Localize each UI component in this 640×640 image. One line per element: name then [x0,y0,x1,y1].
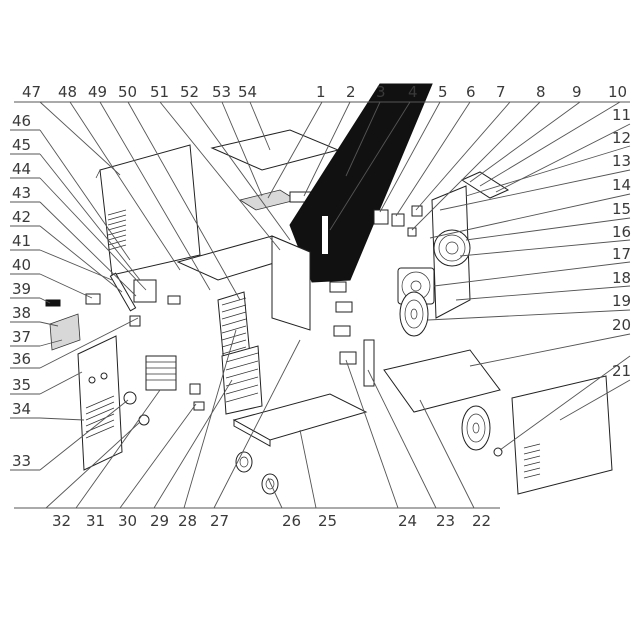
callout-20: 20 [612,316,631,334]
callout-37: 37 [12,328,31,346]
callout-43: 43 [12,184,31,202]
heatsink-upper [217,291,251,365]
relay [373,209,389,225]
callout-30: 30 [118,512,137,530]
front-panel [77,335,123,471]
callout-14: 14 [612,176,631,194]
terminal-post [167,295,181,305]
callout-52: 52 [180,83,199,101]
callout-4: 4 [408,83,418,101]
callout-9: 9 [572,83,582,101]
callout-29: 29 [150,512,169,530]
callout-27: 27 [210,512,229,530]
callout-41: 41 [12,232,31,250]
leader-lines [10,101,631,509]
callout-35: 35 [12,376,31,394]
callout-17: 17 [612,245,631,263]
diode [193,401,205,411]
callout-51: 51 [150,83,169,101]
module-a [329,281,347,293]
callout-39: 39 [12,280,31,298]
callout-5: 5 [438,83,448,101]
callout-49: 49 [88,83,107,101]
callout-21: 21 [612,362,631,380]
callout-13: 13 [612,152,631,170]
top-cover-plate [210,129,340,171]
rear-wheel-upper [399,291,429,337]
shaft [109,272,137,312]
callout-36: 36 [12,350,31,368]
caster-wheel-rear [261,473,279,495]
callout-26: 26 [282,512,301,530]
switch [411,205,423,217]
bracket [129,315,141,327]
callout-32: 32 [52,512,71,530]
callout-47: 47 [22,83,41,101]
bottom-plate [383,349,501,413]
callout-6: 6 [466,83,476,101]
rectifier [189,383,201,395]
callout-12: 12 [612,129,631,147]
right-side-cover [493,375,613,495]
callout-18: 18 [612,269,631,287]
callout-44: 44 [12,160,31,178]
callout-1: 1 [316,83,326,101]
parts-illustration [45,83,613,495]
callout-42: 42 [12,208,31,226]
module-c [333,325,351,337]
callout-8: 8 [536,83,546,101]
callout-40: 40 [12,256,31,274]
rear-panel [431,185,471,319]
callout-7: 7 [496,83,506,101]
callout-23: 23 [436,512,455,530]
clip [85,293,101,305]
callout-28: 28 [178,512,197,530]
left-side-cover [95,144,201,276]
nut-set [45,299,61,307]
inductor [133,279,157,303]
callouts-right: 11 12 13 14 15 16 17 18 19 20 21 [612,106,631,380]
callout-3: 3 [376,83,386,101]
callout-31: 31 [86,512,105,530]
callout-46: 46 [12,112,31,130]
callout-16: 16 [612,223,631,241]
main-transformer [145,355,177,391]
callout-2: 2 [346,83,356,101]
knob [407,227,417,237]
heatsink-lower [221,345,263,415]
callout-19: 19 [612,292,631,310]
insulation-sheet [289,83,433,283]
small-pcb [238,189,298,211]
callout-15: 15 [612,200,631,218]
control-panel [49,313,81,351]
callout-38: 38 [12,304,31,322]
callout-25: 25 [318,512,337,530]
rear-wheel-lower [461,405,491,451]
module-b [335,301,353,313]
callout-45: 45 [12,136,31,154]
callout-22: 22 [472,512,491,530]
caster-wheel-front [235,451,253,473]
callout-50: 50 [118,83,137,101]
connector-block [391,213,405,227]
callout-53: 53 [212,83,231,101]
callout-54: 54 [238,83,257,101]
callouts-bottom: 32 31 30 29 28 27 26 25 24 23 22 [52,512,491,530]
callout-34: 34 [12,400,31,418]
callout-24: 24 [398,512,417,530]
callouts-top: 47 48 49 50 51 52 53 54 1 2 3 4 5 6 7 8 … [22,83,627,101]
output-socket [138,414,150,426]
callout-10: 10 [608,83,627,101]
callouts-left: 46 45 44 43 42 41 40 39 38 37 36 35 34 3… [12,112,31,470]
callout-11: 11 [612,106,631,124]
callout-48: 48 [58,83,77,101]
insulation-slot [322,216,328,254]
callout-33: 33 [12,452,31,470]
shunt-bar [363,339,375,387]
module-d [339,351,357,365]
